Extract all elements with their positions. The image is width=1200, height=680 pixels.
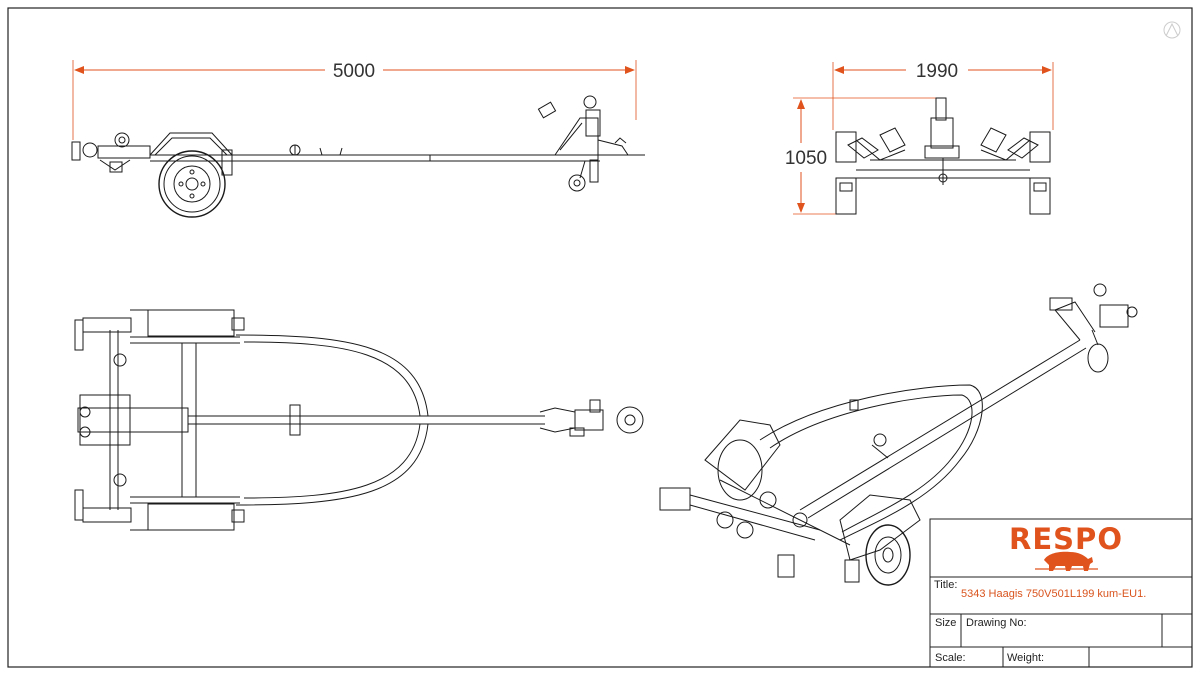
dimension-length-label: 5000 [333,61,375,82]
dimension-width-label: 1990 [916,61,958,82]
top-view [74,309,644,531]
weight-label: Weight: [1007,652,1045,664]
side-view [71,60,645,218]
dimension-length [72,60,637,140]
brand-logo-text: RESPO [1009,522,1123,556]
size-label: Size [935,617,957,629]
corner-mark-icon [1163,21,1181,39]
drawing-no-label: Drawing No: [966,617,1027,629]
title-value: 5343 Haagis 750V501L199 kum-EU1. [961,588,1147,600]
scale-label: Scale: [935,652,966,664]
dimension-height [793,97,940,215]
title-block [929,518,1193,668]
dimension-height-label: 1050 [785,148,827,169]
brand-logo-animal-icon [1044,551,1093,571]
dimension-width [832,62,1054,130]
title-label: Title: [934,579,958,591]
front-view [793,62,1054,215]
sheet-border [7,7,1193,668]
isometric-view [659,283,1138,586]
